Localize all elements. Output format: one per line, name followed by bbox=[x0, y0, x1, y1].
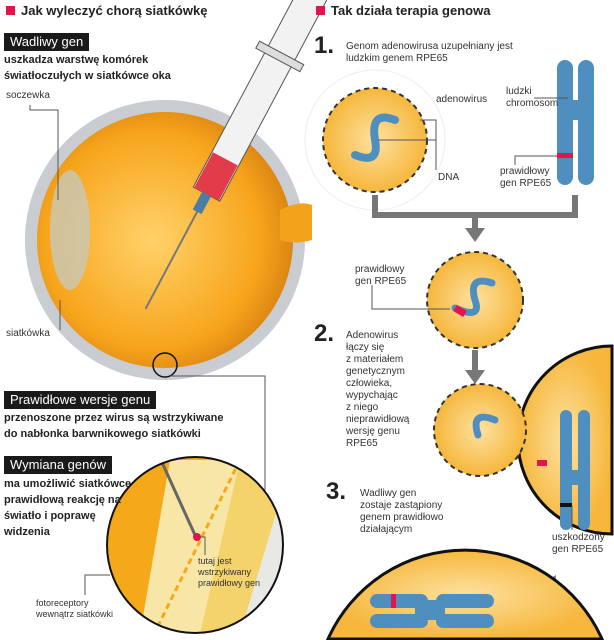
text-line: Wadliwy gen bbox=[360, 488, 417, 499]
text-line: fotoreceptory bbox=[36, 598, 89, 608]
dna-label: DNA bbox=[438, 172, 460, 183]
text-line: nieprawidłową bbox=[346, 414, 410, 425]
text-line: światło i poprawę bbox=[4, 510, 96, 522]
text-line: gen RPE65 bbox=[355, 276, 407, 287]
syringe-illustration bbox=[144, 0, 329, 310]
step-2-number: 2. bbox=[314, 320, 335, 347]
text-line: łączy się bbox=[346, 342, 385, 353]
text-line: prawidłowy gen bbox=[198, 578, 261, 588]
text-line: działającym bbox=[360, 524, 413, 535]
retina-detail-illustration bbox=[84, 456, 284, 634]
chromosome-1 bbox=[514, 60, 594, 185]
correct-versions-heading: Prawidłowe wersje genu bbox=[4, 391, 157, 409]
text-line: genetycznym bbox=[346, 366, 405, 377]
text-line: gen RPE65 bbox=[500, 178, 552, 189]
text-line: Adenowirus bbox=[346, 330, 399, 341]
text-line: uszkodzony bbox=[552, 532, 605, 543]
text-line: do nabłonka barwnikowego siatkówki bbox=[4, 428, 201, 440]
text-line: prawidłowy bbox=[355, 264, 405, 275]
text-line: genem prawidłowo bbox=[360, 512, 444, 523]
text-line: z niego bbox=[346, 402, 379, 413]
text-line: uszkadza warstwę komórek bbox=[4, 54, 149, 66]
virus-2 bbox=[371, 251, 524, 349]
text-line: wstrzykiwany bbox=[198, 567, 252, 577]
virus-1 bbox=[304, 69, 446, 211]
adenovirus-label: adenowirus bbox=[436, 94, 488, 105]
text-line: widzenia bbox=[4, 526, 50, 538]
eye-illustration bbox=[25, 100, 312, 380]
text-line: światłoczułych w siatkówce oka bbox=[4, 70, 171, 82]
text-line: ludzkim genem RPE65 bbox=[346, 53, 448, 64]
text-line: ma umożliwić siatkówce bbox=[4, 478, 132, 490]
right-section-title: Tak działa terapia genowa bbox=[316, 3, 490, 18]
gene-swap-text: ma umożliwić siatkówce prawidłową reakcję… bbox=[4, 476, 131, 540]
step-3-number: 3. bbox=[326, 478, 347, 505]
text-line: przenoszone przez wirus są wstrzykiwane bbox=[4, 412, 224, 424]
bullet-icon bbox=[6, 6, 15, 15]
cell-1 bbox=[433, 344, 614, 536]
cell-2 bbox=[325, 548, 605, 640]
text-line: wewnątrz siatkówki bbox=[36, 609, 114, 619]
step-1-number: 1. bbox=[314, 32, 335, 59]
text-line: prawidłową reakcję na bbox=[4, 494, 121, 506]
gene-swap-heading: Wymiana genów bbox=[4, 456, 112, 474]
text-line: tutaj jest bbox=[198, 556, 232, 566]
text-line: z materiałem bbox=[346, 354, 404, 365]
text-line: ludzki bbox=[506, 86, 532, 97]
text-line: zostaje zastąpiony bbox=[360, 500, 443, 511]
retina-label: siatkówka bbox=[6, 328, 50, 339]
defective-gene-heading: Wadliwy gen bbox=[4, 33, 90, 51]
lens-label: soczewka bbox=[6, 90, 50, 101]
text-line: wypychając bbox=[346, 390, 398, 401]
right-section-title-text: Tak działa terapia genowa bbox=[331, 3, 491, 18]
text-line: gen RPE65 bbox=[552, 544, 604, 555]
defective-gene-text: uszkadza warstwę komórek światłoczułych w… bbox=[4, 52, 171, 84]
text-line: człowieka, bbox=[346, 378, 393, 389]
text-line: RPE65 bbox=[346, 438, 378, 449]
left-section-title-text: Jak wyleczyć chorą siatkówkę bbox=[21, 3, 208, 18]
text-line: Genom adenowirusa uzupełniany jest bbox=[346, 41, 513, 52]
correct-versions-text: przenoszone przez wirus są wstrzykiwane d… bbox=[4, 410, 223, 442]
left-section-title: Jak wyleczyć chorą siatkówkę bbox=[6, 3, 207, 18]
text-line: prawidłowy bbox=[500, 166, 550, 177]
text-line: chromosom bbox=[506, 98, 559, 109]
bullet-icon bbox=[316, 6, 325, 15]
text-line: wersję genu bbox=[346, 426, 400, 437]
